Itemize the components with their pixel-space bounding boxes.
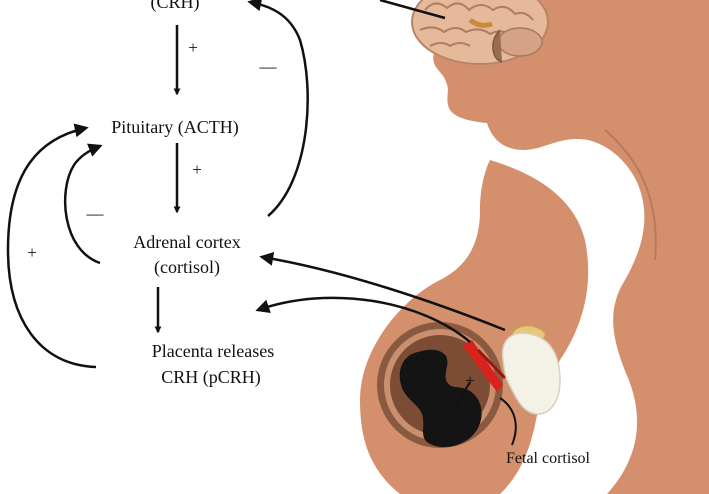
placenta-label-line1: Placenta releases: [152, 341, 274, 361]
arrow-adr-to-hyp: [247, 0, 309, 217]
belly-silhouette: [360, 160, 589, 494]
arrow-fetal-cortisol: [499, 397, 517, 446]
brain-icon: [411, 0, 549, 65]
pituitary-label: Pituitary (ACTH): [111, 117, 239, 138]
pregnant-silhouette: [424, 0, 709, 494]
placenta-label-line2: CRH (pCRH): [161, 367, 261, 388]
sign-fetal-loop: +: [465, 371, 475, 390]
arrow-gland-to-adr: [259, 251, 506, 332]
sign-pit-to-adr: +: [192, 160, 202, 179]
sign-hyp-to-pit: +: [188, 38, 198, 57]
sign-adr-to-hyp: —: [259, 57, 278, 76]
hypothalamus-label: (CRH): [151, 0, 200, 13]
fetus-icon: [399, 349, 482, 448]
adrenal-label-line1: Adrenal cortex: [133, 232, 240, 252]
sign-plac-to-pit: +: [27, 243, 37, 262]
fetal-cortisol-label: Fetal cortisol: [506, 450, 591, 467]
adrenal-gland-icon: [501, 324, 561, 415]
sign-adr-to-pit: —: [86, 204, 105, 223]
arrow-uterus-to-plac: [255, 296, 471, 343]
arrow-adr-to-pit: [63, 143, 103, 265]
body-contour-line: [604, 129, 657, 261]
arrow-brain-to-hyp: [379, 0, 446, 20]
arrow-plac-to-pit: [6, 123, 97, 369]
uterus-with-fetus: [377, 322, 503, 448]
placenta-cord: [462, 340, 503, 392]
adrenal-label-line2: (cortisol): [154, 257, 220, 278]
